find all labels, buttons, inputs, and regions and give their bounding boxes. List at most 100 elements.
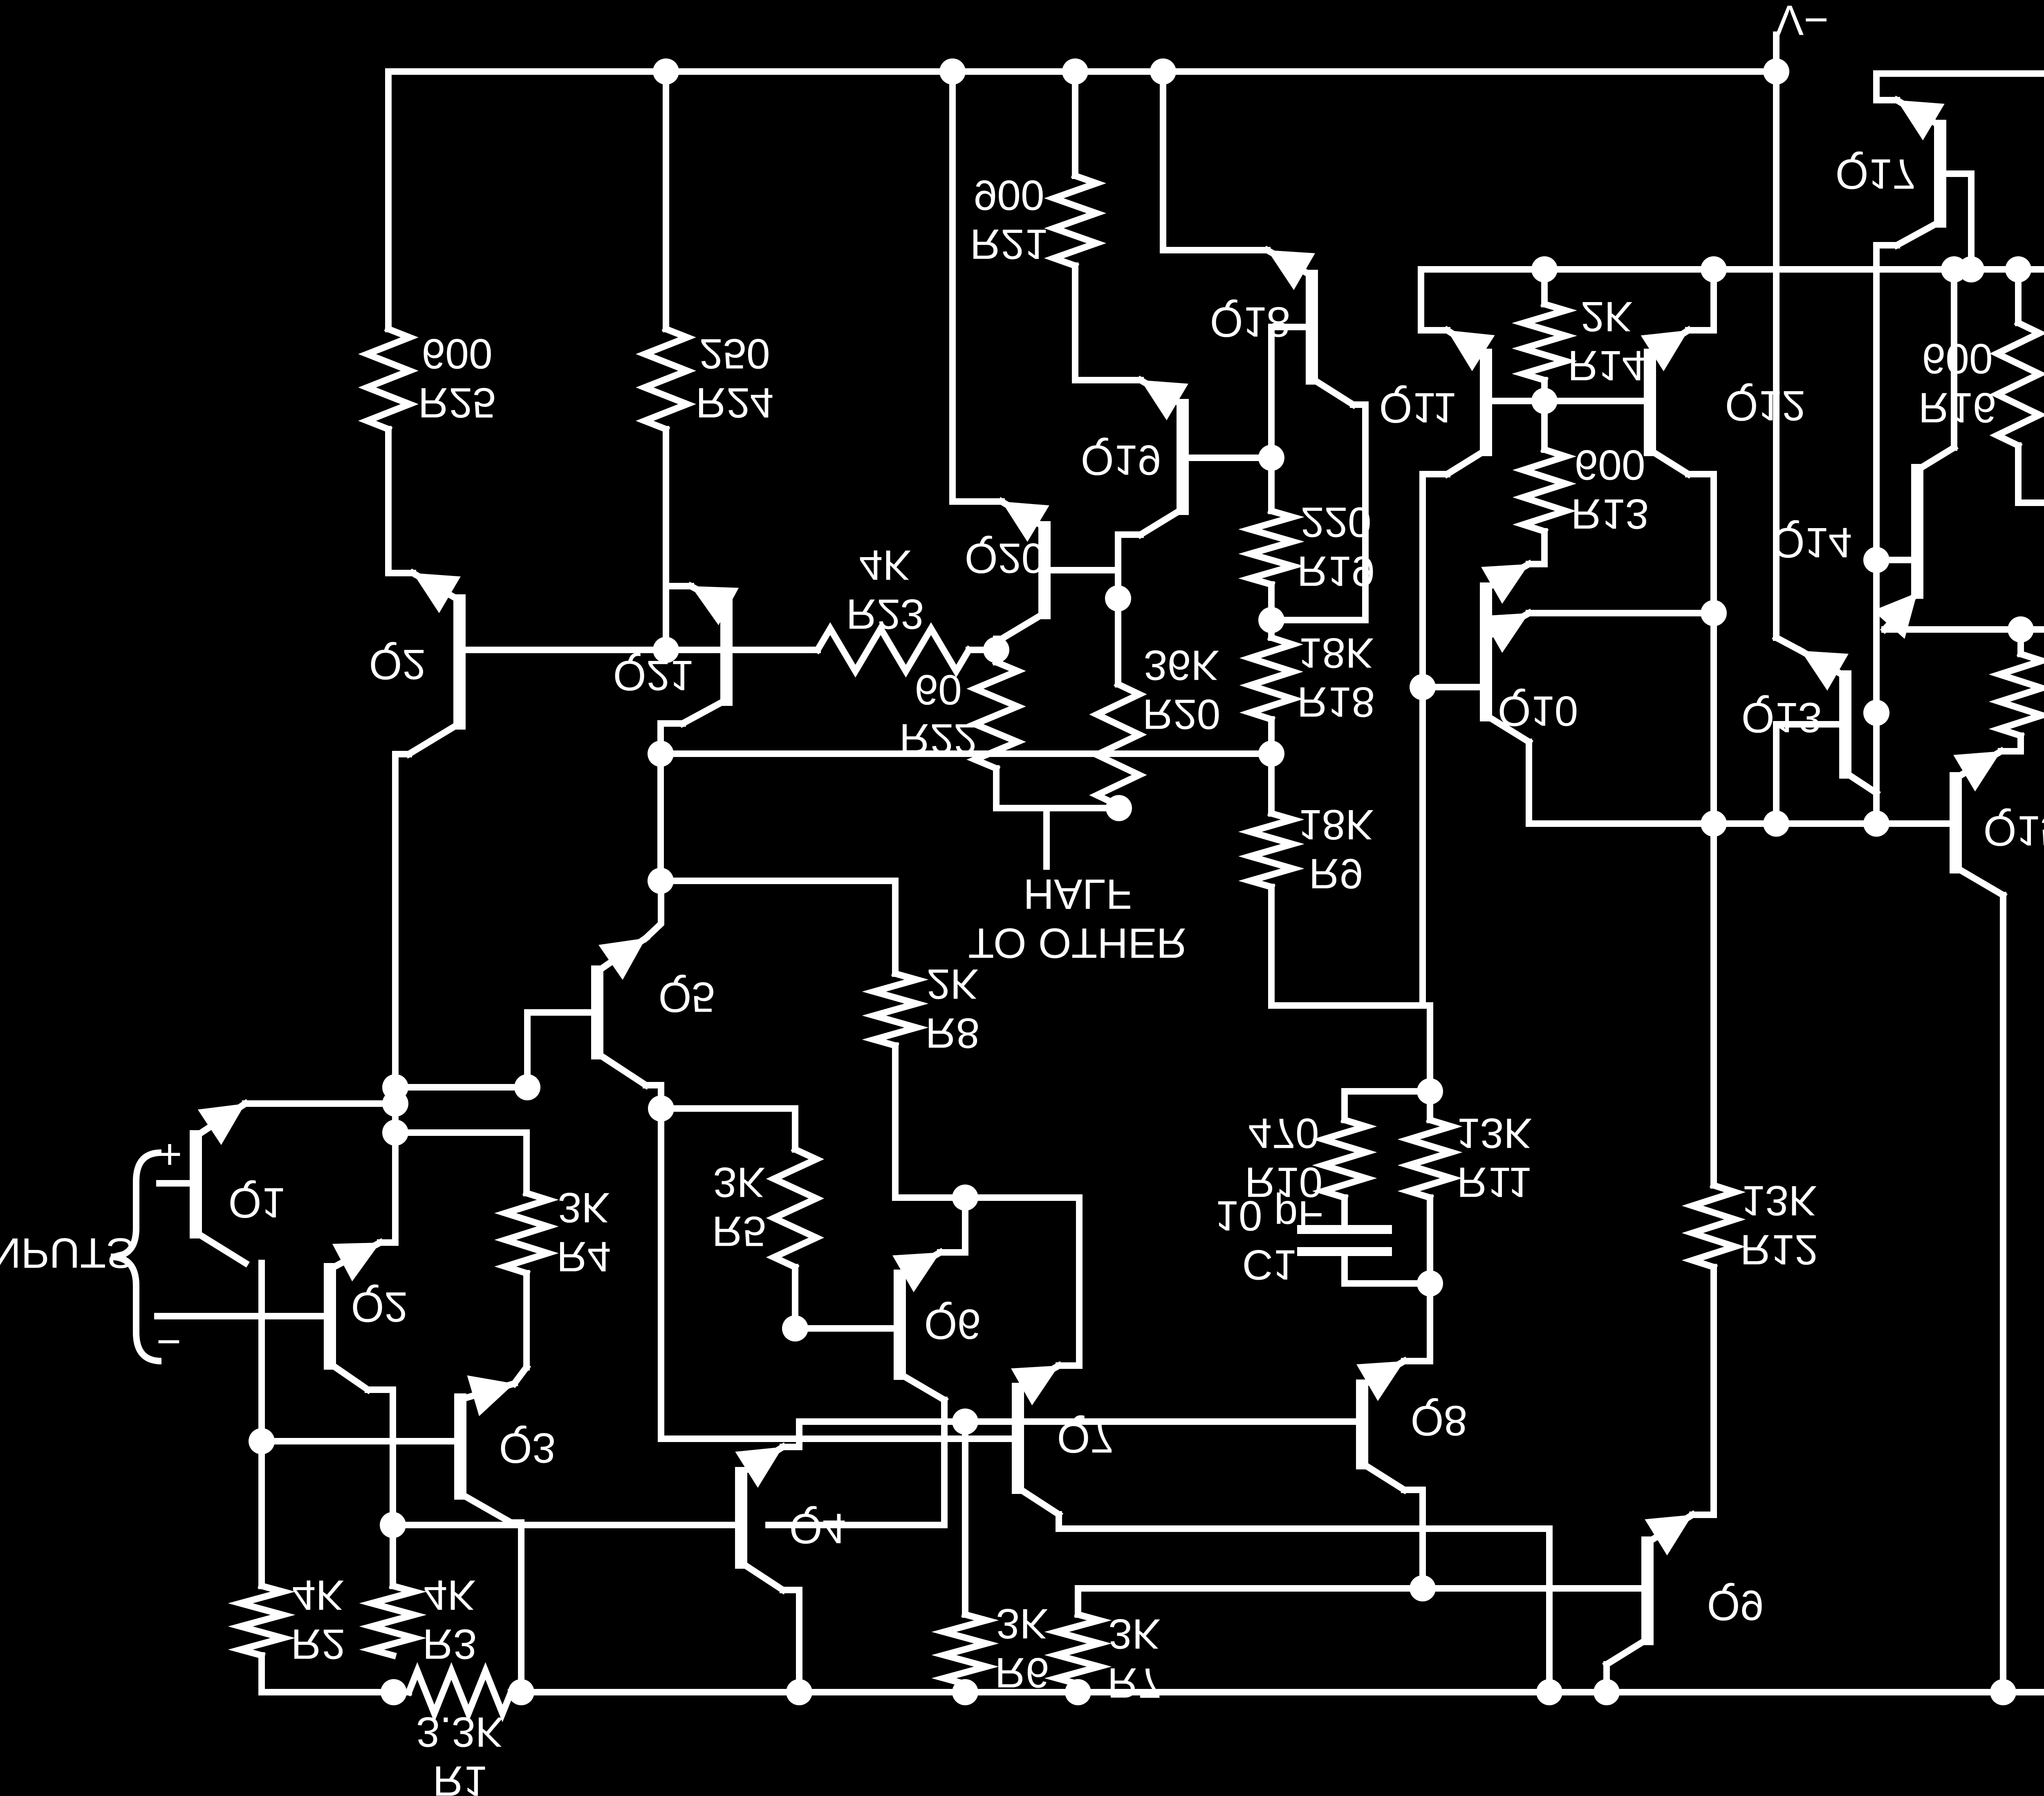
resistor-label-R2: R24K — [291, 1571, 345, 1668]
resistor-label-R5-text: R53K — [712, 1158, 766, 1255]
collector-Q1 — [191, 1227, 250, 1268]
transistor-label-Q2: Q2 — [351, 1283, 408, 1330]
resistor-label-R16-text: R16600 — [1918, 335, 1997, 431]
collector-Q12 — [1645, 445, 1693, 479]
collector-Q20 — [997, 609, 1049, 643]
junction-dot — [2008, 616, 2034, 643]
junction-dot — [249, 1428, 275, 1454]
resistor-R14 — [1511, 300, 1578, 384]
emitter-arrow — [1002, 502, 1049, 542]
resistor-label-R7: R73K — [1107, 1610, 1162, 1706]
emitter-arrow — [1356, 1361, 1404, 1401]
collector-Q15 — [1951, 863, 2008, 900]
resistor-label-R19: R19220 — [1297, 498, 1375, 595]
transistor-label-Q9-text: Q9 — [1707, 1581, 1764, 1629]
resistor-label-R2-text: R24K — [291, 1571, 345, 1668]
resistor-label-R19-text: R19220 — [1297, 498, 1375, 595]
collector-Q17 — [1892, 217, 1945, 250]
collector-Q5 — [592, 1048, 651, 1090]
transistor-label-Q6: Q6 — [924, 1300, 981, 1348]
resistor-label-R6: R63K — [995, 1600, 1049, 1696]
emitter-arrow — [467, 1375, 514, 1416]
wire — [1685, 266, 1717, 334]
resistor-label-R12: R1213K — [1740, 1177, 1818, 1273]
resistor-label-R23-text: R234K — [846, 541, 924, 638]
resistor-label-R4: R43K — [557, 1184, 611, 1280]
transistor-label-Q15-text: Q15 — [1983, 807, 2044, 854]
resistor-label-R20: R2036K — [1143, 641, 1221, 738]
resistor-R6 — [931, 1610, 999, 1688]
wire — [937, 1194, 968, 1256]
resistor-label-R21-text: R21900 — [970, 171, 1048, 268]
wire — [1773, 721, 1849, 827]
wire — [1689, 1493, 1717, 1518]
junction-dot — [1106, 795, 1132, 821]
junction-dot — [380, 1512, 406, 1538]
junction-dot — [1417, 1270, 1443, 1297]
wire — [1056, 1511, 1553, 1695]
resistor-label-R13: R13600 — [1571, 441, 1649, 537]
collector-Q4 — [736, 1558, 788, 1595]
transistor-label-Q9: Q9 — [1707, 1581, 1764, 1629]
resistor-R5 — [766, 1145, 825, 1272]
transistor-label-Q3-text: Q3 — [499, 1424, 556, 1471]
emitter-arrow — [413, 573, 461, 614]
resistor-R7 — [1044, 1610, 1112, 1688]
resistor-label-R14: R142K — [1568, 293, 1646, 389]
resistor-label-R3: R34K — [423, 1571, 477, 1668]
wire — [1056, 1194, 1083, 1369]
resistor-label-R18-text: R1818K — [1297, 629, 1375, 726]
capacitor-label-C1-text: C110 pF — [1215, 1192, 1324, 1288]
resistor-R12 — [1681, 1181, 1746, 1272]
wire — [365, 1386, 396, 1528]
wire — [658, 1105, 1021, 1442]
emitter-arrow — [1897, 100, 1945, 141]
transistor-label-Q19-text: Q19 — [1081, 436, 1161, 484]
resistor-R10 — [1312, 1116, 1377, 1202]
emitter-arrow — [1641, 330, 1688, 372]
junction-dot — [1701, 600, 1727, 626]
junction-dot — [1763, 58, 1789, 85]
junction-dot — [1150, 58, 1176, 85]
resistor-R21 — [1044, 171, 1107, 270]
wire — [1685, 471, 1717, 827]
resistor-label-R23: R234K — [846, 541, 924, 638]
pin-label-input-minus-text: − — [157, 1318, 182, 1366]
junction-dot — [782, 1315, 808, 1341]
emitter-arrow — [1011, 1366, 1059, 1406]
junction-dot — [382, 1074, 408, 1100]
to-other-half-label-text: TO OTHERHALF — [968, 870, 1187, 967]
junction-dot — [648, 1095, 674, 1122]
junction-dot — [653, 58, 679, 85]
emitter-arrow — [1873, 593, 1917, 639]
resistor-R20 — [1089, 680, 1147, 810]
junction-dot — [1258, 741, 1284, 767]
resistor-R22 — [966, 658, 1026, 773]
emitter-arrow — [892, 1252, 940, 1292]
wire — [1419, 471, 1450, 506]
resistor-label-R11-text: R1113K — [1456, 1109, 1532, 1206]
emitter-arrow — [1481, 564, 1529, 604]
inputs-brace — [110, 1149, 162, 1364]
emitter-arrow — [332, 1243, 380, 1282]
resistor-R13 — [1512, 445, 1577, 536]
collector-Q8 — [1357, 1458, 1409, 1495]
resistor-label-R6-text: R63K — [995, 1600, 1049, 1696]
transistor-label-Q11: Q11 — [1379, 384, 1457, 431]
transistor-label-Q8-text: Q8 — [1411, 1397, 1468, 1444]
wire — [1401, 1487, 1426, 1592]
emitter-arrow — [1953, 751, 2001, 792]
resistor-label-R18: R1818K — [1297, 629, 1375, 726]
resistor-label-R22-text: R2260 — [899, 666, 977, 762]
junction-dot — [939, 58, 966, 85]
junction-dot — [786, 1679, 812, 1705]
junction-dot — [1062, 58, 1088, 85]
resistor-R16 — [1989, 318, 2044, 450]
junction-dot — [1701, 256, 1727, 282]
junction-dot — [648, 741, 674, 767]
junction-dot — [952, 1409, 978, 1435]
transistor-label-Q13: Q13 — [1741, 694, 1822, 741]
resistor-label-R9-text: R918K — [1298, 801, 1374, 897]
transistor-label-Q13-text: Q13 — [1741, 694, 1822, 741]
